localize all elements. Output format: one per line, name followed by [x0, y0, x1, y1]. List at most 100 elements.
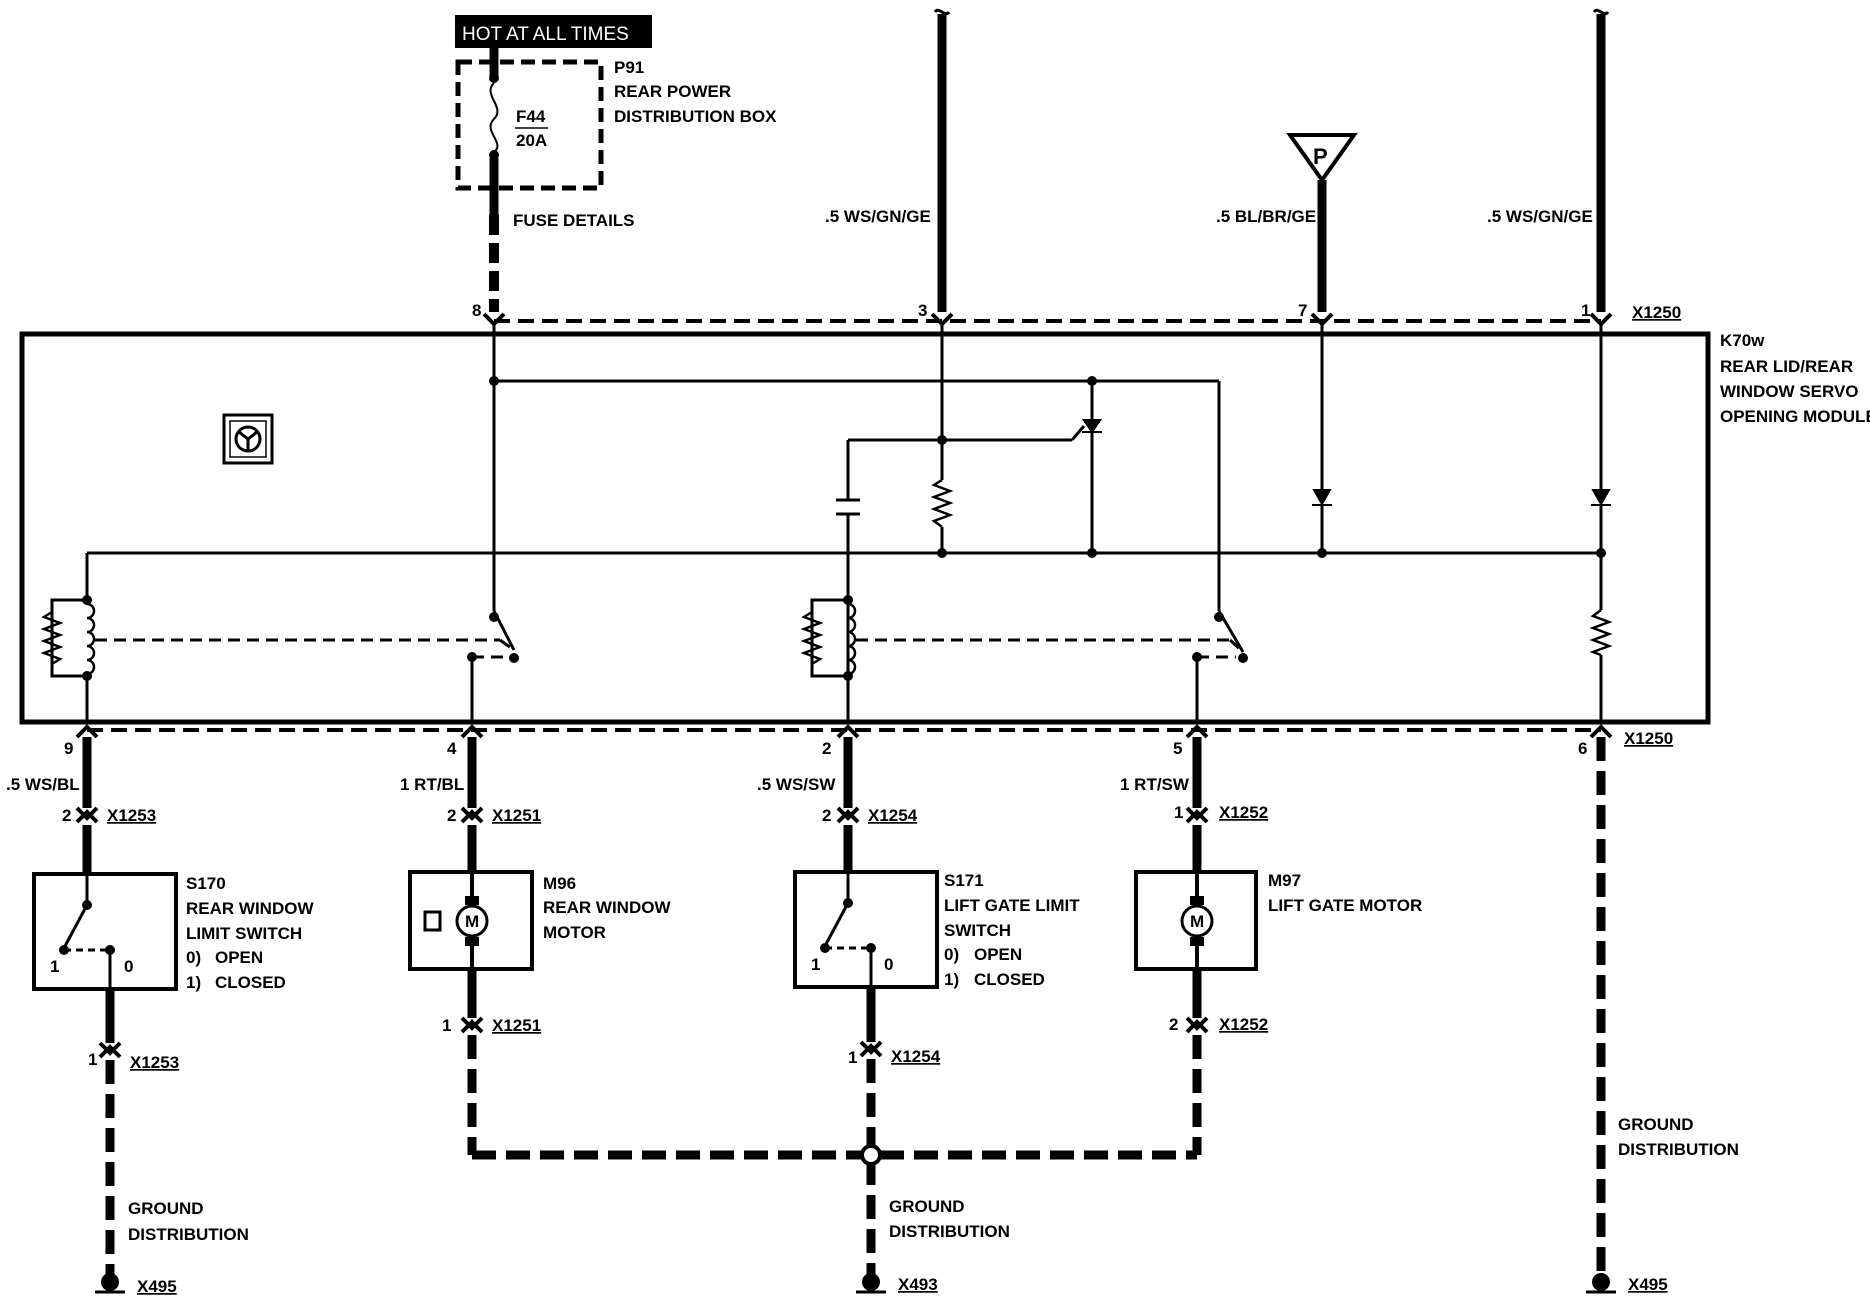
m96-line2: MOTOR	[543, 923, 606, 942]
fuse-icon	[489, 82, 499, 153]
capacitor-icon	[836, 498, 860, 516]
p91-distribution-box: F44 20A P91 REAR POWER DISTRIBUTION BOX …	[455, 48, 777, 230]
s171-upper-conn: X1254	[868, 806, 918, 825]
s171-upper-pin: 2	[822, 806, 831, 825]
m97-motor-icon	[1180, 904, 1214, 938]
s171-line1: LIFT GATE LIMIT	[944, 896, 1080, 915]
circuit-pin6-ground: GROUND DISTRIBUTION X495	[1586, 737, 1739, 1294]
connector-x1250-top: 8 3 7 1 X1250	[472, 301, 1681, 327]
ground3-id: X495	[1628, 1275, 1668, 1294]
fuse-id: F44	[516, 107, 546, 126]
hot-at-all-times-header: HOT AT ALL TIMES	[455, 15, 652, 48]
top-pin1: 1	[1581, 301, 1590, 320]
module-id: K70w	[1720, 331, 1765, 350]
ground2-icon	[856, 1273, 886, 1294]
wire1-label: .5 WS/GN/GE	[1487, 207, 1593, 226]
junction-dots	[82, 376, 1606, 681]
wire5-label: 1 RT/SW	[1120, 775, 1190, 794]
wire-pin7: P .5 BL/BR/GE	[1216, 133, 1358, 312]
s171-pos1: 1)	[944, 970, 959, 989]
module-line2: WINDOW SERVO	[1720, 382, 1859, 401]
resistor-icons	[40, 478, 1613, 666]
wire2-label: .5 WS/SW	[757, 775, 836, 794]
p-symbol: P	[1313, 144, 1328, 169]
m96-connector-icon	[423, 910, 442, 932]
m96-upper-pin: 2	[447, 806, 456, 825]
circuit-s171: .5 WS/SW 2 X1254 1 0 S171 LIFT GATE LIMI…	[757, 737, 1080, 1294]
top-pin8: 8	[472, 301, 481, 320]
wire-pin1: .5 WS/GN/GE	[1487, 8, 1610, 312]
s170-contact0: 0	[124, 957, 133, 976]
hot-label: HOT AT ALL TIMES	[462, 24, 629, 45]
module-line1: REAR LID/REAR	[1720, 357, 1853, 376]
s171-lower-pin: 1	[848, 1048, 857, 1067]
ground3-line1: GROUND	[1618, 1115, 1694, 1134]
top-connector-id: X1250	[1632, 303, 1681, 322]
s171-pos1-text: CLOSED	[974, 970, 1045, 989]
m97-lower-pin: 2	[1169, 1015, 1178, 1034]
p91-line2: DISTRIBUTION BOX	[614, 107, 777, 126]
s171-contact0: 0	[884, 955, 893, 974]
ground1-line1: GROUND	[128, 1199, 204, 1218]
s170-id: S170	[186, 874, 226, 893]
bottom-pin4: 4	[447, 739, 457, 758]
relay-diode-icon	[1082, 419, 1102, 434]
ground2-id: X493	[898, 1275, 938, 1294]
ground1-icon	[95, 1273, 125, 1294]
s170-line1: REAR WINDOW	[186, 899, 314, 918]
ground2-line1: GROUND	[889, 1197, 965, 1216]
wire9-label: .5 WS/BL	[6, 775, 80, 794]
s171-line2: SWITCH	[944, 921, 1011, 940]
module-k70w: K70w REAR LID/REAR WINDOW SERVO OPENING …	[19, 324, 1870, 725]
m97-upper-pin: 1	[1174, 803, 1183, 822]
s170-pos0: 0)	[186, 948, 201, 967]
s171-lower-conn: X1254	[891, 1047, 941, 1066]
antenna-icon	[1286, 133, 1358, 184]
p91-id: P91	[614, 58, 644, 77]
m96-id: M96	[543, 874, 576, 893]
ground-bus	[472, 1144, 1197, 1166]
fuse-amp: 20A	[516, 131, 547, 150]
s170-switch-icon	[62, 904, 89, 949]
wire7-label: .5 BL/BR/GE	[1216, 207, 1316, 226]
bottom-pin2: 2	[822, 739, 831, 758]
wire-pin3: .5 WS/GN/GE	[825, 8, 951, 312]
top-pin3: 3	[918, 301, 927, 320]
s171-box	[793, 870, 939, 989]
s170-box	[32, 872, 178, 991]
wire4-label: 1 RT/BL	[400, 775, 464, 794]
circuit-m97: 1 RT/SW 1 X1252 M M97 LIFT GATE MOTOR 2 …	[1120, 737, 1422, 1155]
s170-lower-conn: X1253	[130, 1053, 179, 1072]
ground1-id: X495	[137, 1277, 177, 1296]
s170-upper-conn: X1253	[107, 806, 156, 825]
s170-pos1-text: CLOSED	[215, 973, 286, 992]
s170-lower-pin: 1	[88, 1050, 97, 1069]
m96-motor: M	[465, 912, 479, 931]
m96-lower-conn: X1251	[492, 1016, 541, 1035]
ground3-line2: DISTRIBUTION	[1618, 1140, 1739, 1159]
module-line3: OPENING MODULE	[1720, 407, 1870, 426]
relay-coil-icons	[86, 602, 857, 676]
bottom-pin6: 6	[1578, 739, 1587, 758]
s171-contact1: 1	[811, 955, 820, 974]
s170-contact1: 1	[50, 957, 59, 976]
connector-x1250-bottom: 9 4 2 5 6 X1250	[64, 724, 1673, 758]
ground3-icon	[1586, 1273, 1616, 1294]
bottom-pin5: 5	[1173, 739, 1182, 758]
m97-id: M97	[1268, 871, 1301, 890]
m97-motor: M	[1190, 912, 1204, 931]
s171-pos0: 0)	[944, 945, 959, 964]
s170-line2: LIMIT SWITCH	[186, 924, 302, 943]
ground1-line2: DISTRIBUTION	[128, 1225, 249, 1244]
s171-id: S171	[944, 871, 984, 890]
m96-lower-pin: 1	[442, 1016, 451, 1035]
s171-pos0-text: OPEN	[974, 945, 1022, 964]
m96-motor-icon	[455, 904, 489, 938]
m97-line1: LIFT GATE MOTOR	[1268, 896, 1422, 915]
circuit-s170: .5 WS/BL 2 X1253 1 0 S170 REAR WINDOW LI…	[6, 737, 314, 1296]
bottom-pin9: 9	[64, 739, 73, 758]
s170-upper-pin: 2	[62, 806, 71, 825]
bottom-connector-id: X1250	[1624, 729, 1673, 748]
m96-upper-conn: X1251	[492, 806, 541, 825]
m97-upper-conn: X1252	[1219, 803, 1268, 822]
